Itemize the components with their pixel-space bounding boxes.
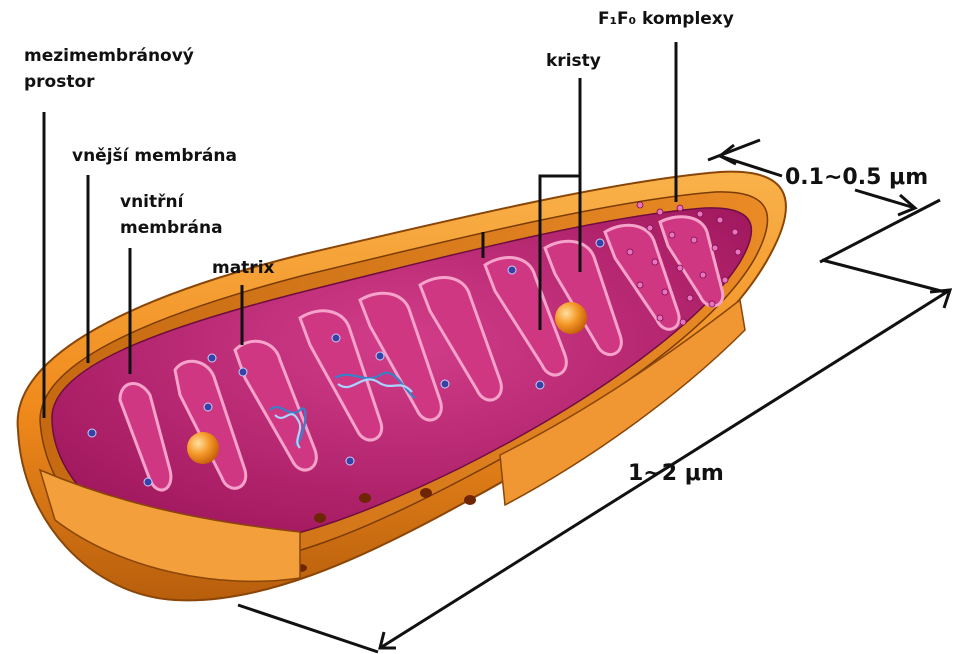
label-outer-membrane: vnější membrána bbox=[72, 146, 237, 166]
label-intermembrane-space-2: prostor bbox=[24, 72, 95, 92]
label-inner-membrane-2: membrána bbox=[120, 218, 223, 238]
label-matrix: matrix bbox=[212, 258, 275, 278]
label-cristae: kristy bbox=[546, 51, 601, 71]
label-inner-membrane-1: vnitřní bbox=[120, 192, 183, 212]
label-length-measure: 1~2 μm bbox=[628, 461, 724, 487]
label-intermembrane-space-1: mezimembránový bbox=[24, 46, 194, 66]
label-f1f0-complexes: F₁F₀ komplexy bbox=[598, 9, 734, 29]
label-width-measure: 0.1~0.5 μm bbox=[785, 165, 928, 191]
